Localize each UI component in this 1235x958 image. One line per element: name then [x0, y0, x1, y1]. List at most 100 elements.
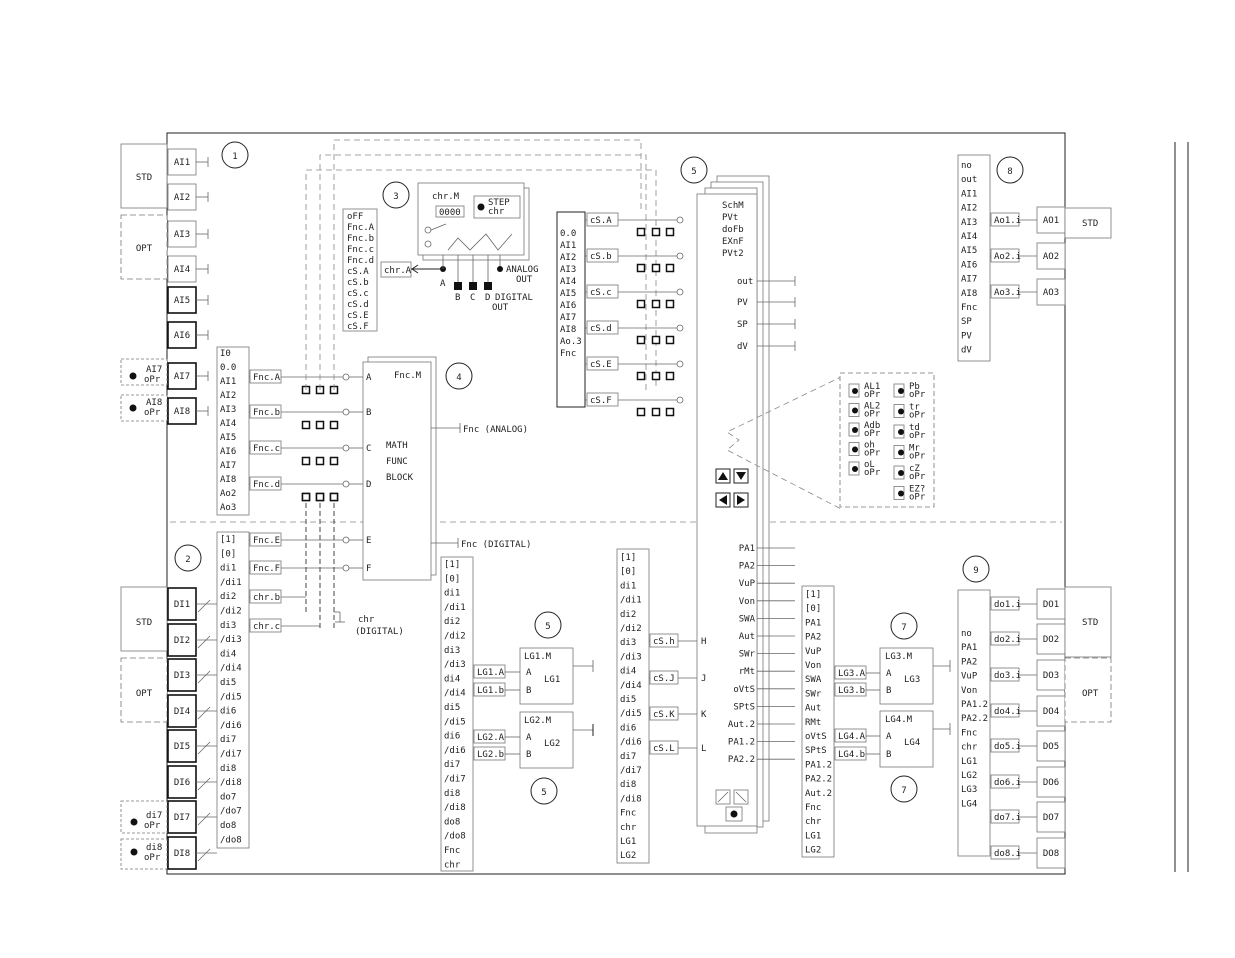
- switch-square[interactable]: [636, 407, 646, 417]
- lg34-source-item: PA2.2: [805, 775, 832, 785]
- ao-param-1[interactable]: [990, 248, 1020, 263]
- switch-square[interactable]: [636, 335, 646, 345]
- lg3-input-b[interactable]: [834, 682, 867, 697]
- di7-option[interactable]: di7 oPr: [120, 800, 168, 834]
- switch-square[interactable]: [665, 263, 675, 273]
- ao-param-0[interactable]: [990, 212, 1020, 227]
- lg4-input-b[interactable]: [834, 746, 867, 761]
- do-param-6[interactable]: [990, 809, 1020, 824]
- switch-square[interactable]: [636, 299, 646, 309]
- switch-square[interactable]: [651, 299, 661, 309]
- math-block[interactable]: [362, 361, 432, 581]
- lg4-input-a[interactable]: [834, 728, 867, 743]
- lg2-input-b[interactable]: [473, 746, 506, 761]
- switch-square[interactable]: [651, 263, 661, 273]
- switch-square[interactable]: [665, 335, 675, 345]
- ai-box: [167, 255, 197, 283]
- switch-square[interactable]: [636, 227, 646, 237]
- switch-square[interactable]: [315, 456, 325, 466]
- cs-input-1[interactable]: [586, 248, 619, 263]
- auto-mode-icon[interactable]: [733, 789, 749, 805]
- do-param-4[interactable]: [990, 738, 1020, 753]
- lg2-input-a[interactable]: [473, 729, 506, 744]
- di-box: [167, 800, 197, 834]
- fnc-source-item: Ao2: [220, 489, 236, 499]
- cs-digital-item: di8: [620, 780, 636, 790]
- fnc-digital-input-2[interactable]: [249, 589, 282, 604]
- switch-square[interactable]: [301, 420, 311, 430]
- switch-square[interactable]: [665, 371, 675, 381]
- chr-module[interactable]: [417, 182, 525, 256]
- cs-input-4[interactable]: [586, 356, 619, 371]
- lg2-block[interactable]: [519, 711, 574, 769]
- cs-input-3[interactable]: [586, 320, 619, 335]
- analog-out-label-2: OUT: [516, 275, 533, 285]
- fnc-input-0[interactable]: [249, 369, 282, 384]
- lg34-source-item: oVtS: [805, 732, 827, 742]
- switch-square[interactable]: [329, 420, 339, 430]
- ao-param-2[interactable]: [990, 284, 1020, 299]
- lg4-block[interactable]: [879, 710, 934, 768]
- fnc-digital-input-3[interactable]: [249, 618, 282, 633]
- controller-block[interactable]: [696, 193, 758, 827]
- left-arrow-button[interactable]: [715, 492, 731, 508]
- cs-input-2[interactable]: [586, 284, 619, 299]
- switch-square[interactable]: [329, 492, 339, 502]
- switch-square[interactable]: [636, 263, 646, 273]
- switch-square[interactable]: [636, 371, 646, 381]
- do-param-3[interactable]: [990, 703, 1020, 718]
- ao-source-item: AI7: [961, 275, 977, 285]
- switch-square[interactable]: [651, 227, 661, 237]
- switch-square[interactable]: [665, 299, 675, 309]
- lg3-input-a[interactable]: [834, 665, 867, 680]
- cs-input-0[interactable]: [586, 212, 619, 227]
- do-param-2[interactable]: [990, 667, 1020, 682]
- cs-input-5[interactable]: [586, 392, 619, 407]
- fnc-digital-input-0[interactable]: [249, 532, 282, 547]
- controller-enter-button[interactable]: [725, 806, 743, 822]
- fnc-digital-input-1[interactable]: [249, 560, 282, 575]
- lg1-block[interactable]: [519, 647, 574, 705]
- cs-input-2-label: cS.c: [590, 288, 612, 298]
- ao-source-list: [957, 154, 991, 362]
- lg1-input-a[interactable]: [473, 664, 506, 679]
- chr-source-item: Fnc.b: [347, 234, 374, 244]
- up-arrow-button[interactable]: [715, 468, 731, 484]
- do-param-0[interactable]: [990, 596, 1020, 611]
- ai-box: [167, 148, 197, 176]
- cs-digital-input-2[interactable]: [649, 706, 679, 721]
- switch-square[interactable]: [301, 456, 311, 466]
- fnc-input-3[interactable]: [249, 476, 282, 491]
- cs-digital-input-1[interactable]: [649, 670, 679, 685]
- manual-mode-icon[interactable]: [715, 789, 731, 805]
- do-param-1[interactable]: [990, 631, 1020, 646]
- switch-square[interactable]: [315, 420, 325, 430]
- right-arrow-button[interactable]: [733, 492, 749, 508]
- step-chr-button[interactable]: [473, 195, 521, 219]
- di-box: [167, 836, 197, 870]
- fnc-input-1[interactable]: [249, 404, 282, 419]
- controller-port-label: K: [701, 710, 707, 720]
- switch-square[interactable]: [651, 371, 661, 381]
- fnc-input-2[interactable]: [249, 440, 282, 455]
- do-param-5[interactable]: [990, 774, 1020, 789]
- switch-square[interactable]: [651, 335, 661, 345]
- switch-square[interactable]: [315, 492, 325, 502]
- down-arrow-button[interactable]: [733, 468, 749, 484]
- lg3-block[interactable]: [879, 647, 934, 705]
- do-param-7[interactable]: [990, 845, 1020, 860]
- switch-square[interactable]: [665, 407, 675, 417]
- ai7-option[interactable]: AI7 oPr: [120, 358, 168, 386]
- do-output-box: [1036, 695, 1066, 727]
- cs-digital-input-0[interactable]: [649, 633, 679, 648]
- cs-digital-input-3[interactable]: [649, 740, 679, 755]
- switch-square[interactable]: [301, 492, 311, 502]
- ai8-option-opr: oPr: [144, 408, 161, 418]
- ai8-option[interactable]: AI8 oPr: [120, 394, 168, 422]
- fnc-source-item: AI6: [220, 447, 236, 457]
- lg1-input-b[interactable]: [473, 682, 506, 697]
- di8-option[interactable]: di8 oPr: [120, 838, 168, 870]
- switch-square[interactable]: [329, 456, 339, 466]
- switch-square[interactable]: [665, 227, 675, 237]
- switch-square[interactable]: [651, 407, 661, 417]
